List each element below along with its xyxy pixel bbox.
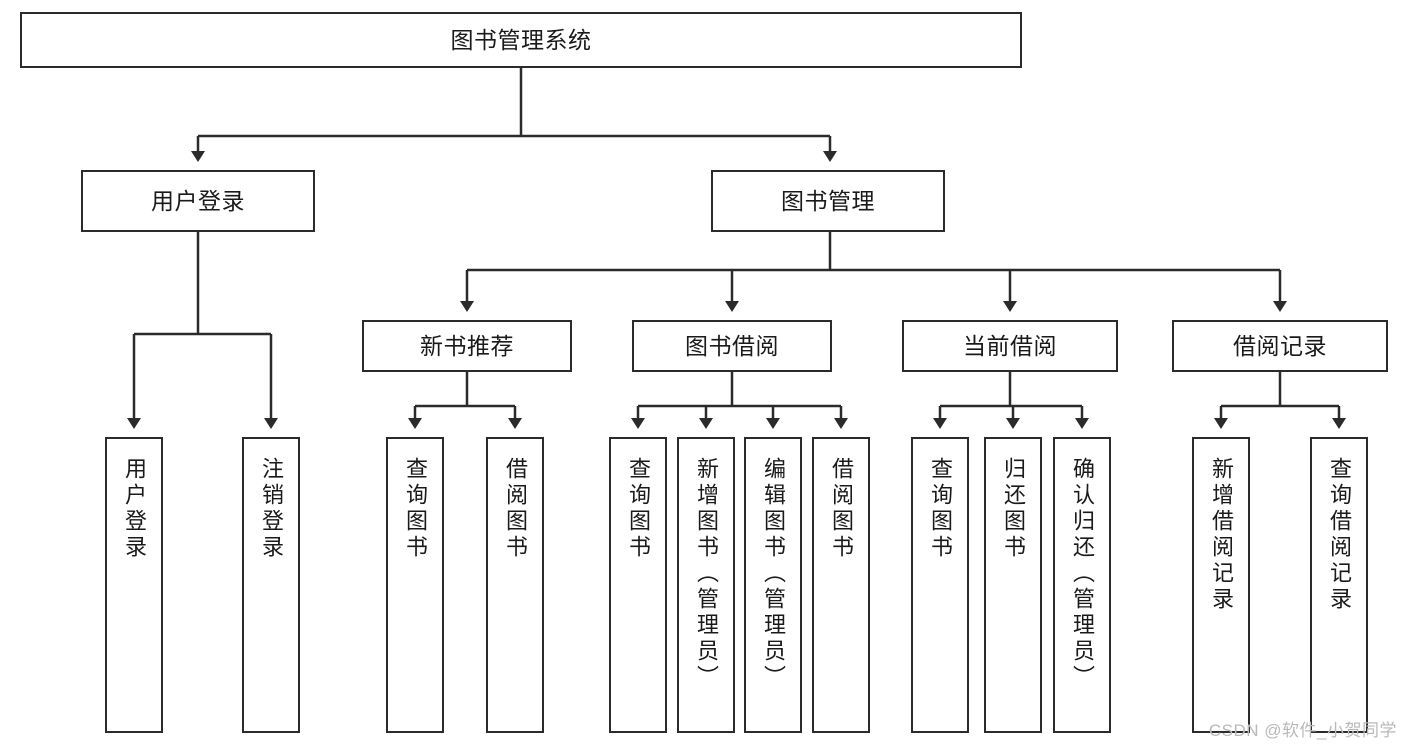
node-leaf-add-book-admin[interactable]: 新增图书（管理员） [677, 437, 735, 733]
node-leaf-borrow-book[interactable]: 借阅图书 [812, 437, 870, 733]
node-book-management[interactable]: 图书管理 [711, 170, 945, 232]
node-leaf-borrow-book-rec-label: 借阅图书 [503, 457, 528, 561]
node-book-borrow[interactable]: 图书借阅 [632, 320, 832, 372]
node-leaf-edit-book-admin-label: 编辑图书（管理员） [761, 457, 786, 691]
node-leaf-user-login[interactable]: 用户登录 [105, 437, 163, 733]
node-leaf-query-book-current-label: 查询图书 [928, 457, 953, 561]
node-leaf-borrow-book-label: 借阅图书 [829, 457, 854, 561]
node-leaf-query-book-borrow-label: 查询图书 [626, 457, 651, 561]
node-new-book-recommend-label: 新书推荐 [420, 332, 514, 359]
node-user-login-label: 用户登录 [151, 187, 245, 214]
node-user-login[interactable]: 用户登录 [81, 170, 315, 232]
node-leaf-borrow-book-rec[interactable]: 借阅图书 [486, 437, 544, 733]
node-leaf-query-book-current[interactable]: 查询图书 [911, 437, 969, 733]
node-current-borrow[interactable]: 当前借阅 [902, 320, 1118, 372]
node-new-book-recommend[interactable]: 新书推荐 [362, 320, 572, 372]
node-leaf-user-login-label: 用户登录 [122, 457, 147, 561]
node-root[interactable]: 图书管理系统 [20, 12, 1022, 68]
node-leaf-query-borrow-record-label: 查询借阅记录 [1327, 457, 1352, 613]
node-leaf-edit-book-admin[interactable]: 编辑图书（管理员） [744, 437, 802, 733]
node-leaf-query-book-rec-label: 查询图书 [403, 457, 428, 561]
node-book-management-label: 图书管理 [781, 187, 875, 214]
node-book-borrow-label: 图书借阅 [685, 332, 779, 359]
node-leaf-return-book[interactable]: 归还图书 [984, 437, 1042, 733]
node-leaf-return-book-label: 归还图书 [1001, 457, 1026, 561]
node-leaf-query-book-borrow[interactable]: 查询图书 [609, 437, 667, 733]
node-leaf-confirm-return-admin-label: 确认归还（管理员） [1070, 457, 1095, 691]
node-leaf-user-logout[interactable]: 注销登录 [242, 437, 300, 733]
node-current-borrow-label: 当前借阅 [963, 332, 1057, 359]
node-leaf-user-logout-label: 注销登录 [259, 457, 284, 561]
node-borrow-record-label: 借阅记录 [1233, 332, 1327, 359]
csdn-watermark: CSDN @软件_小贺同学 [1208, 721, 1397, 740]
node-leaf-confirm-return-admin[interactable]: 确认归还（管理员） [1053, 437, 1111, 733]
node-root-label: 图书管理系统 [450, 26, 592, 53]
node-leaf-add-book-admin-label: 新增图书（管理员） [694, 457, 719, 691]
node-leaf-add-borrow-record[interactable]: 新增借阅记录 [1192, 437, 1250, 733]
node-leaf-query-borrow-record[interactable]: 查询借阅记录 [1310, 437, 1368, 733]
node-borrow-record[interactable]: 借阅记录 [1172, 320, 1388, 372]
node-leaf-query-book-rec[interactable]: 查询图书 [386, 437, 444, 733]
node-leaf-add-borrow-record-label: 新增借阅记录 [1209, 457, 1234, 613]
